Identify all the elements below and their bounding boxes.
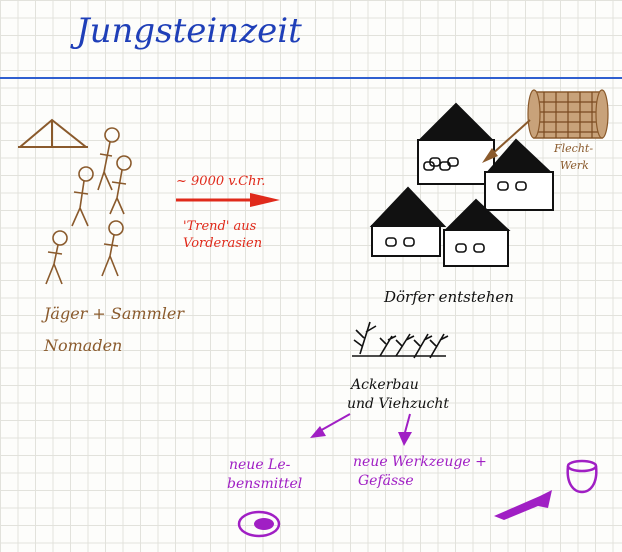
new-tools-label-line1: neue Werkzeuge + xyxy=(353,454,487,470)
villages-label: Dörfer entstehen xyxy=(384,288,514,306)
date-label: ~ 9000 v.Chr. xyxy=(176,174,266,189)
purple-arrow-left-icon xyxy=(310,413,351,438)
red-arrow-icon xyxy=(176,193,280,207)
vessel-icon xyxy=(566,459,598,494)
hunters-gatherers-label: Jäger + Sammler xyxy=(44,304,184,323)
wheat-icon xyxy=(352,321,449,359)
brown-arrow-icon xyxy=(482,119,531,163)
wickerwork-icon xyxy=(527,89,609,139)
wickerwork-label-line2: Werk xyxy=(560,159,589,172)
hut-windows-icon xyxy=(385,157,527,253)
new-tools-label-line2: Gefässe xyxy=(358,473,414,489)
food-bowl-icon xyxy=(237,510,281,538)
tool-icon xyxy=(494,490,552,520)
village-huts-icon xyxy=(369,102,554,267)
page-title: Jungsteinzeit xyxy=(76,11,302,51)
wickerwork-label-line1: Flecht- xyxy=(554,142,594,155)
new-food-label-line2: bensmittel xyxy=(227,476,303,492)
purple-arrow-right-icon xyxy=(398,413,412,446)
trend-label-line1: 'Trend' aus xyxy=(183,219,257,234)
tent-icon xyxy=(18,118,88,148)
new-food-label-line1: neue Le- xyxy=(229,457,291,473)
nomads-label: Nomaden xyxy=(44,336,123,355)
agriculture-label-line1: Ackerbau xyxy=(351,377,419,393)
stick-figures-icon xyxy=(45,127,132,285)
agriculture-label-line2: und Viehzucht xyxy=(347,396,449,412)
trend-label-line2: Vorderasien xyxy=(183,236,263,251)
